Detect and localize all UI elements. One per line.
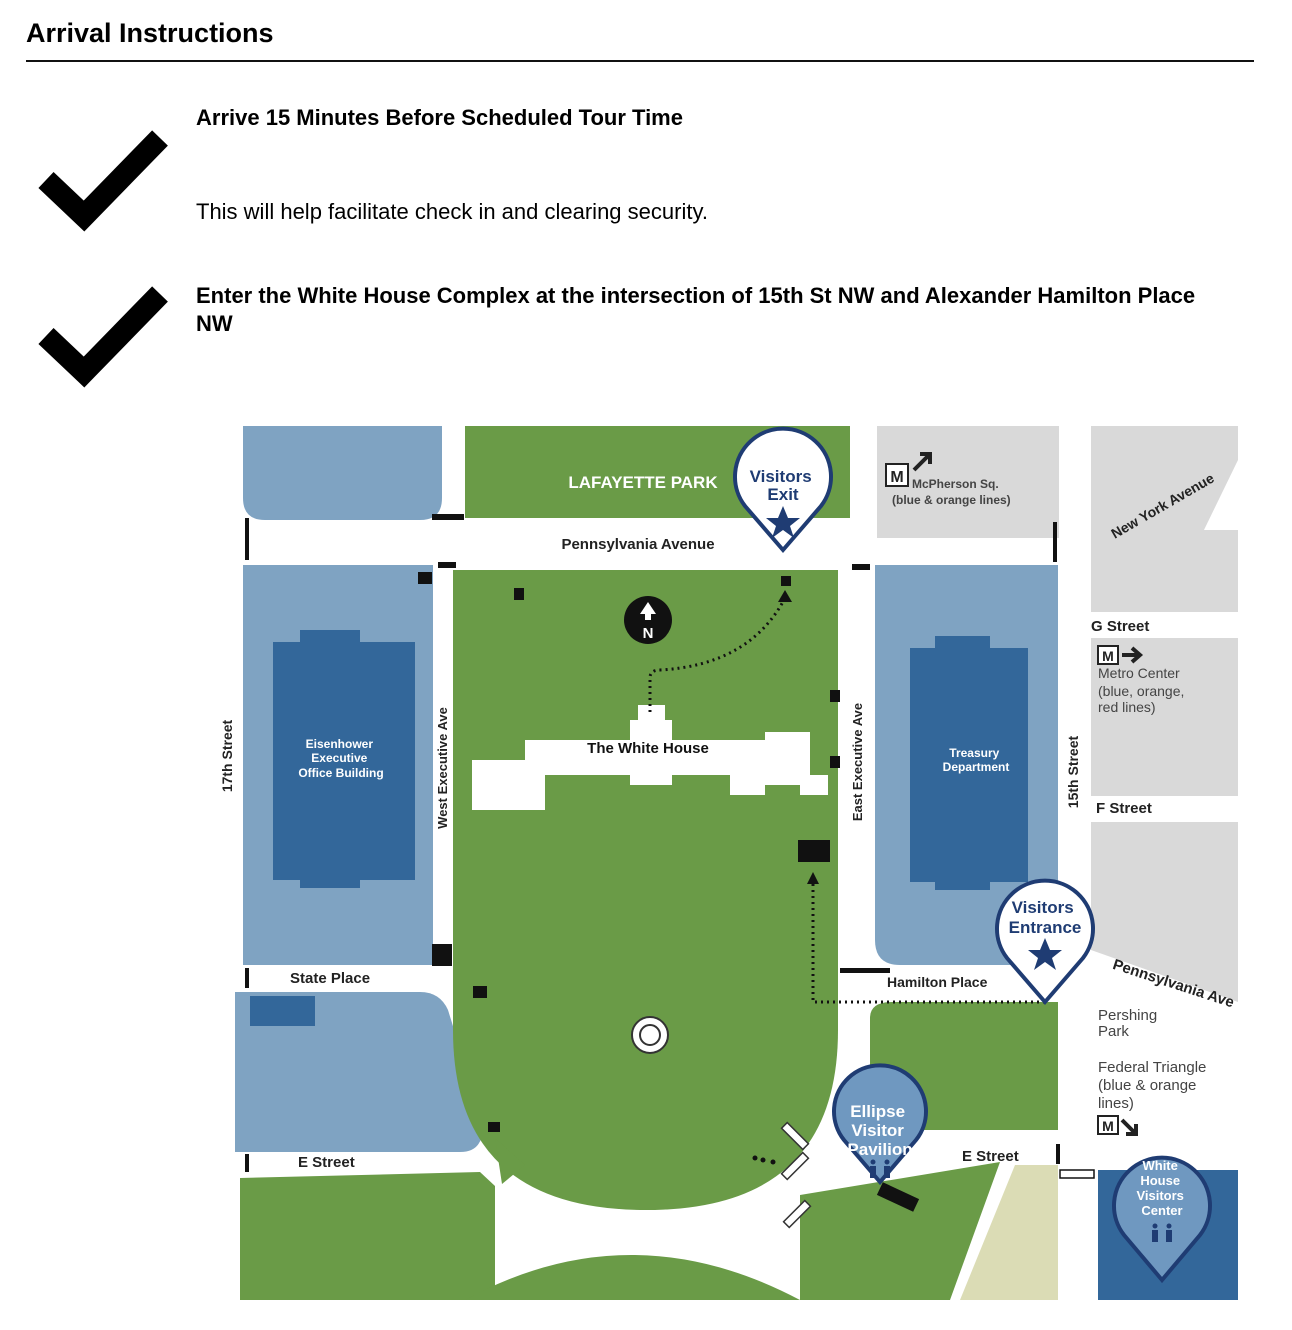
e-street-right-label: E Street xyxy=(962,1148,1019,1165)
entrance-route xyxy=(811,882,1045,1004)
arrow-southeast-icon xyxy=(1120,1118,1138,1136)
instruction-1-title: Arrive 15 Minutes Before Scheduled Tour … xyxy=(196,105,683,130)
building-bottom-left xyxy=(235,992,483,1152)
compass-label: N xyxy=(643,625,654,642)
g-street-label: G Street xyxy=(1091,618,1149,635)
sand-lot xyxy=(960,1165,1058,1300)
white-house-building xyxy=(472,705,828,810)
pavilion-building xyxy=(876,1182,920,1212)
building-top-left xyxy=(243,426,442,520)
path-dot xyxy=(770,1159,776,1165)
street-end-marker xyxy=(245,518,249,560)
gate-marker xyxy=(438,562,456,568)
metro-icon xyxy=(1097,1115,1119,1135)
federal-triangle-label: Federal Triangle (blue & orange lines) xyxy=(1098,1059,1211,1112)
hamilton-place-label: Hamilton Place xyxy=(887,974,988,990)
instruction-2-title: Enter the White House Complex at the int… xyxy=(196,283,1196,336)
fifteenth-street-label: 15th Street xyxy=(1065,735,1081,808)
gate-marker xyxy=(473,986,487,998)
seventeenth-street-label: 17th Street xyxy=(219,719,235,792)
eisenhower-building xyxy=(273,630,415,888)
arrow-northeast-icon xyxy=(912,452,932,472)
gate-marker xyxy=(840,968,890,973)
metro-center-label: Metro Center (blue, orange, red lines) xyxy=(1098,665,1188,715)
route-arrow-icon xyxy=(807,872,819,884)
block-f-street xyxy=(1091,822,1238,1002)
route-arrow-icon xyxy=(778,590,792,602)
street-end-marker xyxy=(1053,522,1057,562)
bottom-left-green xyxy=(240,1172,495,1300)
visitors-exit-label: Visitors Exit xyxy=(750,467,817,504)
path-dot xyxy=(752,1155,758,1161)
white-house-map: LAFAYETTE PARK Eisenhower Executive Offi… xyxy=(210,420,1250,1300)
metro-icon xyxy=(1097,645,1119,665)
barrier xyxy=(780,1121,810,1151)
wh-visitors-center-pin xyxy=(1112,1155,1212,1284)
pershing-park-label: Pershing Park xyxy=(1098,1007,1161,1040)
block-ny-lower xyxy=(1091,530,1238,612)
building-bottom-left-inner xyxy=(250,996,315,1026)
heading-divider xyxy=(26,60,1254,62)
fountain-inner xyxy=(639,1024,661,1046)
crosswalk xyxy=(1059,1169,1095,1179)
instruction-1-body: This will help facilitate check in and c… xyxy=(196,199,708,224)
street-end-marker xyxy=(245,968,249,988)
west-executive-label: West Executive Ave xyxy=(435,707,450,829)
bottom-center-green xyxy=(465,1255,800,1300)
pavilion-green xyxy=(800,1162,1000,1300)
barrier xyxy=(782,1199,812,1229)
treasury-label: Treasury Department xyxy=(943,746,1010,774)
page-title: Arrival Instructions xyxy=(26,18,274,48)
check-icon xyxy=(38,130,168,232)
e-street-left-label: E Street xyxy=(298,1154,355,1171)
gate-marker xyxy=(830,756,840,768)
gate-marker xyxy=(830,690,840,702)
compass-arrow-icon xyxy=(640,602,656,620)
gate-marker xyxy=(418,572,432,584)
state-place-label: State Place xyxy=(290,970,370,987)
map-svg: LAFAYETTE PARK Eisenhower Executive Offi… xyxy=(219,426,1238,1300)
gate-marker xyxy=(432,514,464,520)
street-end-marker xyxy=(1056,1144,1060,1164)
street-end-marker xyxy=(245,1154,249,1172)
security-checkpoint xyxy=(798,840,830,862)
restroom-icon xyxy=(1152,1223,1172,1242)
gate-marker xyxy=(432,944,452,966)
gate-marker xyxy=(852,564,870,570)
visitors-entrance-label: Visitors Entrance xyxy=(1009,898,1082,937)
restroom-icon xyxy=(870,1159,890,1178)
star-icon xyxy=(1028,938,1062,970)
check-icon xyxy=(38,286,168,388)
metro-icon xyxy=(885,463,909,487)
path-dot xyxy=(760,1157,766,1163)
visitors-exit-pin xyxy=(733,426,833,554)
gate-marker xyxy=(488,1122,500,1132)
ellipse-pavilion-label: Ellipse Visitor Pavilion xyxy=(847,1102,912,1159)
f-street-label: F Street xyxy=(1096,800,1152,817)
wh-visitors-center-label: White House Visitors Center xyxy=(1136,1158,1187,1218)
metro-m-label: M xyxy=(890,469,903,486)
east-executive-label: East Executive Ave xyxy=(850,703,865,821)
gate-marker xyxy=(514,588,524,600)
ellipse-pavilion-pin xyxy=(832,1063,928,1186)
gate-marker xyxy=(781,576,791,586)
treasury-building xyxy=(910,636,1028,890)
metro-m-label: M xyxy=(1102,648,1114,664)
mcpherson-label: McPherson Sq. (blue & orange lines) xyxy=(892,477,1011,507)
presidents-park xyxy=(453,570,838,1210)
pennsylvania-avenue-label: Pennsylvania Avenue xyxy=(561,536,714,553)
eisenhower-label: Eisenhower Executive Office Building xyxy=(298,737,383,780)
lafayette-park-label: LAFAYETTE PARK xyxy=(568,473,718,492)
wedge-green xyxy=(495,1138,525,1184)
star-icon xyxy=(766,506,800,538)
exit-route xyxy=(648,597,787,712)
arrow-right-icon xyxy=(1122,646,1144,664)
white-house-label: The White House xyxy=(587,740,709,757)
metro-m-label: M xyxy=(1102,1118,1114,1134)
barrier xyxy=(780,1151,810,1181)
